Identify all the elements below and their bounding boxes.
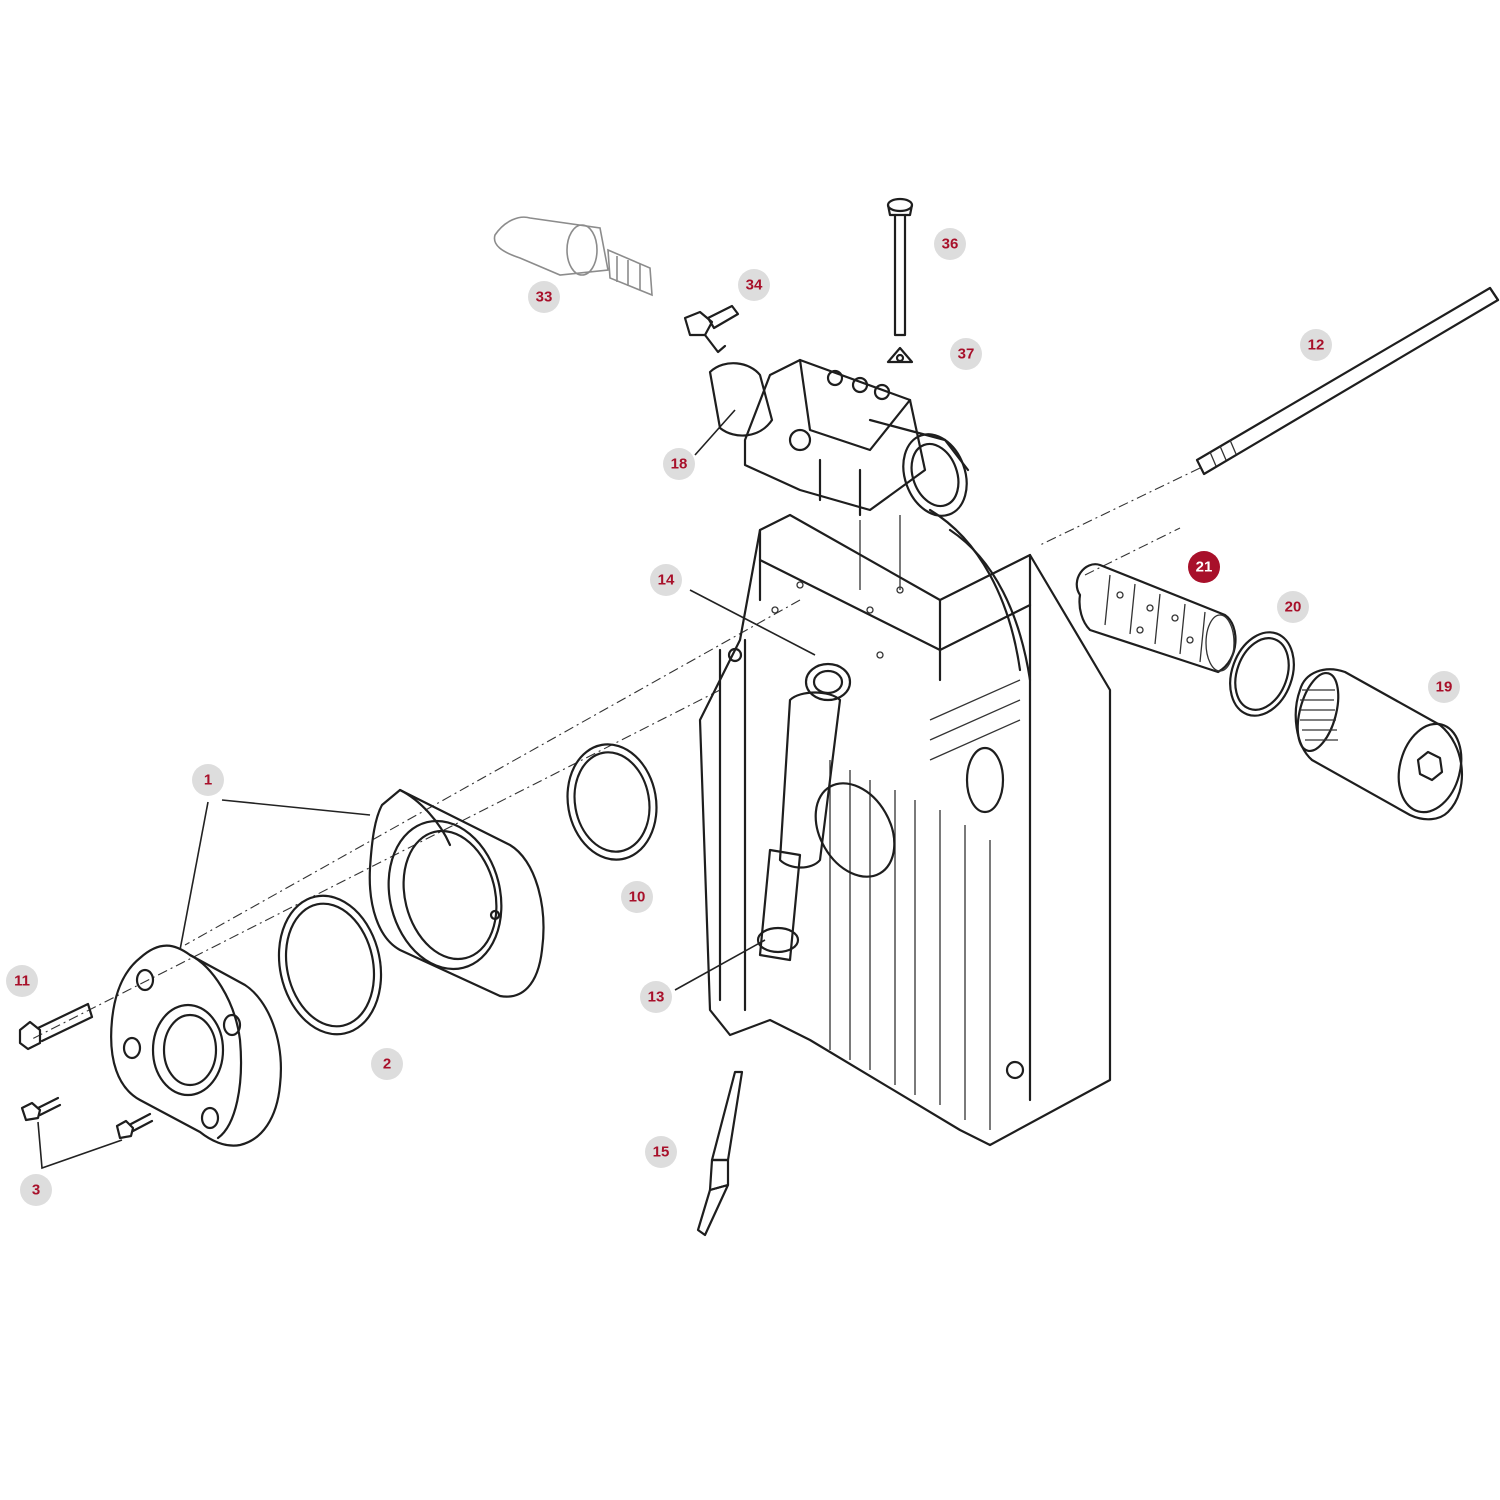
part-37-washer xyxy=(886,346,914,364)
part-2-oring xyxy=(277,894,383,1036)
callout-bubble xyxy=(621,881,653,913)
callout-bubble xyxy=(20,1174,52,1206)
callout-number: 2 xyxy=(383,1056,391,1073)
callout-bubble xyxy=(650,564,682,596)
callout-10[interactable]: 10 xyxy=(621,881,653,913)
part-1-flange-housing xyxy=(368,788,545,998)
callout-number: 10 xyxy=(629,889,646,906)
part-3-screws xyxy=(20,1096,154,1170)
part-34-fitting xyxy=(683,304,740,354)
callout-18[interactable]: 18 xyxy=(663,448,695,480)
part-19-filter-canister xyxy=(1294,668,1464,821)
callout-bubble xyxy=(934,228,966,260)
part-21-filter-element xyxy=(1075,563,1237,674)
callout-number: 11 xyxy=(14,973,30,990)
callout-19[interactable]: 19 xyxy=(1428,671,1460,703)
part-20-seal-ring xyxy=(1229,631,1295,717)
callout-number: 1 xyxy=(204,772,212,789)
callout-bubble xyxy=(1277,591,1309,623)
callout-33[interactable]: 33 xyxy=(528,281,560,313)
callout-bubble xyxy=(663,448,695,480)
callout-12[interactable]: 12 xyxy=(1300,329,1332,361)
callout-34[interactable]: 34 xyxy=(738,269,770,301)
callout-11[interactable]: 11 xyxy=(6,965,38,997)
part-36-long-bolt xyxy=(886,197,914,337)
callout-bubble xyxy=(371,1048,403,1080)
callout-13[interactable]: 13 xyxy=(640,981,672,1013)
callout-15[interactable]: 15 xyxy=(645,1136,677,1168)
part-13-tube xyxy=(756,848,802,962)
callout-number: 36 xyxy=(942,236,959,253)
callout-3[interactable]: 3 xyxy=(20,1174,52,1206)
callout-number: 37 xyxy=(958,346,975,363)
callout-1[interactable]: 1 xyxy=(192,764,224,796)
callout-number: 19 xyxy=(1436,679,1453,696)
callout-number: 3 xyxy=(32,1182,40,1199)
callout-number: 21 xyxy=(1196,559,1213,576)
callout-2[interactable]: 2 xyxy=(371,1048,403,1080)
center-axis-lines xyxy=(29,467,1201,1041)
callout-number: 20 xyxy=(1285,599,1302,616)
part-1-flange-plate xyxy=(110,944,282,1147)
part-11-bolt xyxy=(18,1002,94,1051)
callout-bubble xyxy=(1188,551,1220,583)
part-housing-body xyxy=(698,508,1112,1147)
callout-bubble xyxy=(640,981,672,1013)
part-15-probe xyxy=(696,1070,744,1237)
part-18-valve-block xyxy=(708,358,970,517)
callout-21[interactable]: 21 xyxy=(1188,551,1220,583)
callout-bubble xyxy=(6,965,38,997)
callout-bubble xyxy=(950,338,982,370)
callout-number: 13 xyxy=(648,989,665,1006)
callout-14[interactable]: 14 xyxy=(650,564,682,596)
callout-bubble xyxy=(738,269,770,301)
callout-bubble xyxy=(1300,329,1332,361)
callout-bubble xyxy=(645,1136,677,1168)
callout-number: 33 xyxy=(536,289,553,306)
part-33-solenoid xyxy=(493,216,653,297)
callout-number: 18 xyxy=(671,456,688,473)
callout-number: 15 xyxy=(653,1144,670,1161)
part-10-oring xyxy=(566,743,658,861)
callout-bubble xyxy=(528,281,560,313)
part-12-rod xyxy=(1195,286,1500,476)
callout-37[interactable]: 37 xyxy=(950,338,982,370)
leader-lines xyxy=(179,409,816,991)
callout-number: 34 xyxy=(746,277,763,294)
callout-bubble xyxy=(192,764,224,796)
callout-number: 14 xyxy=(658,572,675,589)
callout-20[interactable]: 20 xyxy=(1277,591,1309,623)
callout-bubble xyxy=(1428,671,1460,703)
callout-36[interactable]: 36 xyxy=(934,228,966,260)
callout-number: 12 xyxy=(1308,337,1325,354)
